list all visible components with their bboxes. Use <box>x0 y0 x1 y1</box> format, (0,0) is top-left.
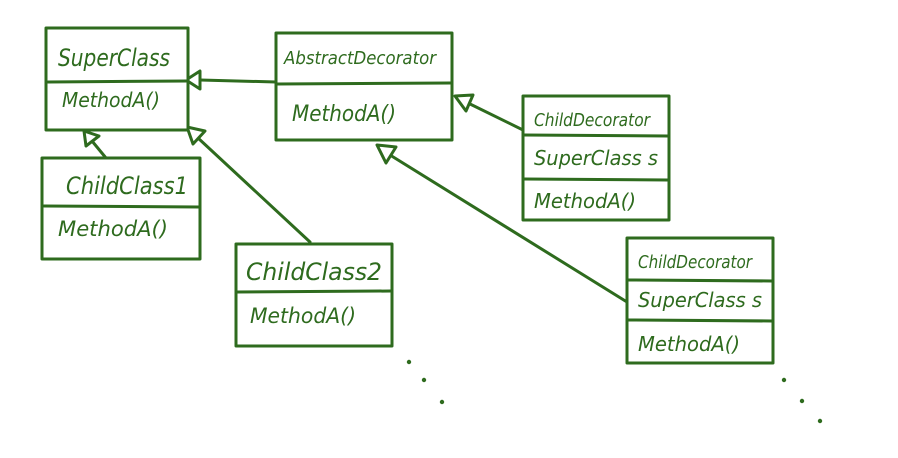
arrowhead-childclass1-to-superclass <box>82 129 101 148</box>
ellipsis-dot <box>439 399 445 405</box>
edge-childclass2-to-superclass <box>196 136 312 244</box>
class-box-childclass2[interactable]: ChildClass2 MethodA() <box>234 242 394 348</box>
class-box-abstract-decorator[interactable]: AbstractDecorator MethodA() <box>274 31 454 142</box>
class-method: MethodA() <box>534 189 636 213</box>
class-box-childdecorator-2[interactable]: ChildDecorator SuperClass s MethodA() <box>625 236 775 365</box>
class-box-abstract-decorator-frame <box>274 31 454 142</box>
class-name: ChildDecorator <box>534 110 651 131</box>
class-box-childclass1-frame <box>40 156 202 261</box>
arrowhead-childclass2-to-superclass <box>185 125 207 146</box>
class-box-childclass2-divider <box>235 289 393 294</box>
class-name: SuperClass <box>58 44 170 72</box>
class-member: SuperClass s <box>638 288 762 312</box>
class-box-childdecorator-1-frame <box>521 94 671 222</box>
class-name: ChildClass2 <box>246 258 382 286</box>
class-method: MethodA() <box>250 304 356 328</box>
class-box-abstract-decorator-divider <box>275 81 453 86</box>
class-box-childdecorator-2-divider-bottom <box>626 318 774 323</box>
class-name: ChildDecorator <box>638 252 753 273</box>
class-box-childdecorator-2-frame <box>625 236 775 365</box>
class-box-childdecorator-2-divider-top <box>626 278 774 283</box>
edge-childdecorator1-to-abstract-decorator <box>466 101 525 132</box>
edge-childdecorator2-to-abstract-decorator <box>388 153 629 304</box>
relations <box>82 69 629 304</box>
class-box-superclass-divider <box>46 79 189 84</box>
class-method: MethodA() <box>292 102 396 127</box>
arrowhead-abstract-decorator-to-superclass <box>184 69 202 91</box>
class-box-childdecorator-1-divider-top <box>522 133 670 138</box>
ellipsis-under-childdecorator-2 <box>781 377 823 424</box>
ellipsis-dot <box>406 359 412 365</box>
class-method: MethodA() <box>58 217 168 241</box>
ellipsis-dot <box>817 418 823 424</box>
class-box-childdecorator-1-divider-bottom <box>522 177 670 182</box>
class-method: MethodA() <box>62 88 160 112</box>
class-name: ChildClass1 <box>66 172 188 200</box>
arrowhead-childdecorator2-to-abstract-decorator <box>375 143 398 165</box>
ellipsis-dot <box>421 377 427 383</box>
class-box-childclass1-divider <box>42 204 201 209</box>
class-member: SuperClass s <box>534 146 658 170</box>
class-box-childclass1[interactable]: ChildClass1 MethodA() <box>40 156 202 261</box>
class-box-superclass[interactable]: SuperClass MethodA() <box>44 26 190 132</box>
class-box-superclass-frame <box>44 26 190 132</box>
arrowhead-childdecorator1-to-abstract-decorator <box>453 93 475 113</box>
class-box-childdecorator-1[interactable]: ChildDecorator SuperClass s MethodA() <box>521 94 671 222</box>
class-method: MethodA() <box>638 332 740 356</box>
class-name: AbstractDecorator <box>283 48 437 69</box>
edge-childclass1-to-superclass <box>90 139 108 160</box>
ellipsis-under-childclass2 <box>406 359 445 405</box>
edge-abstract-decorator-to-superclass <box>198 78 278 84</box>
ellipsis-dot <box>781 377 787 383</box>
class-box-childclass2-frame <box>234 242 394 348</box>
ellipsis-dot <box>799 398 805 404</box>
